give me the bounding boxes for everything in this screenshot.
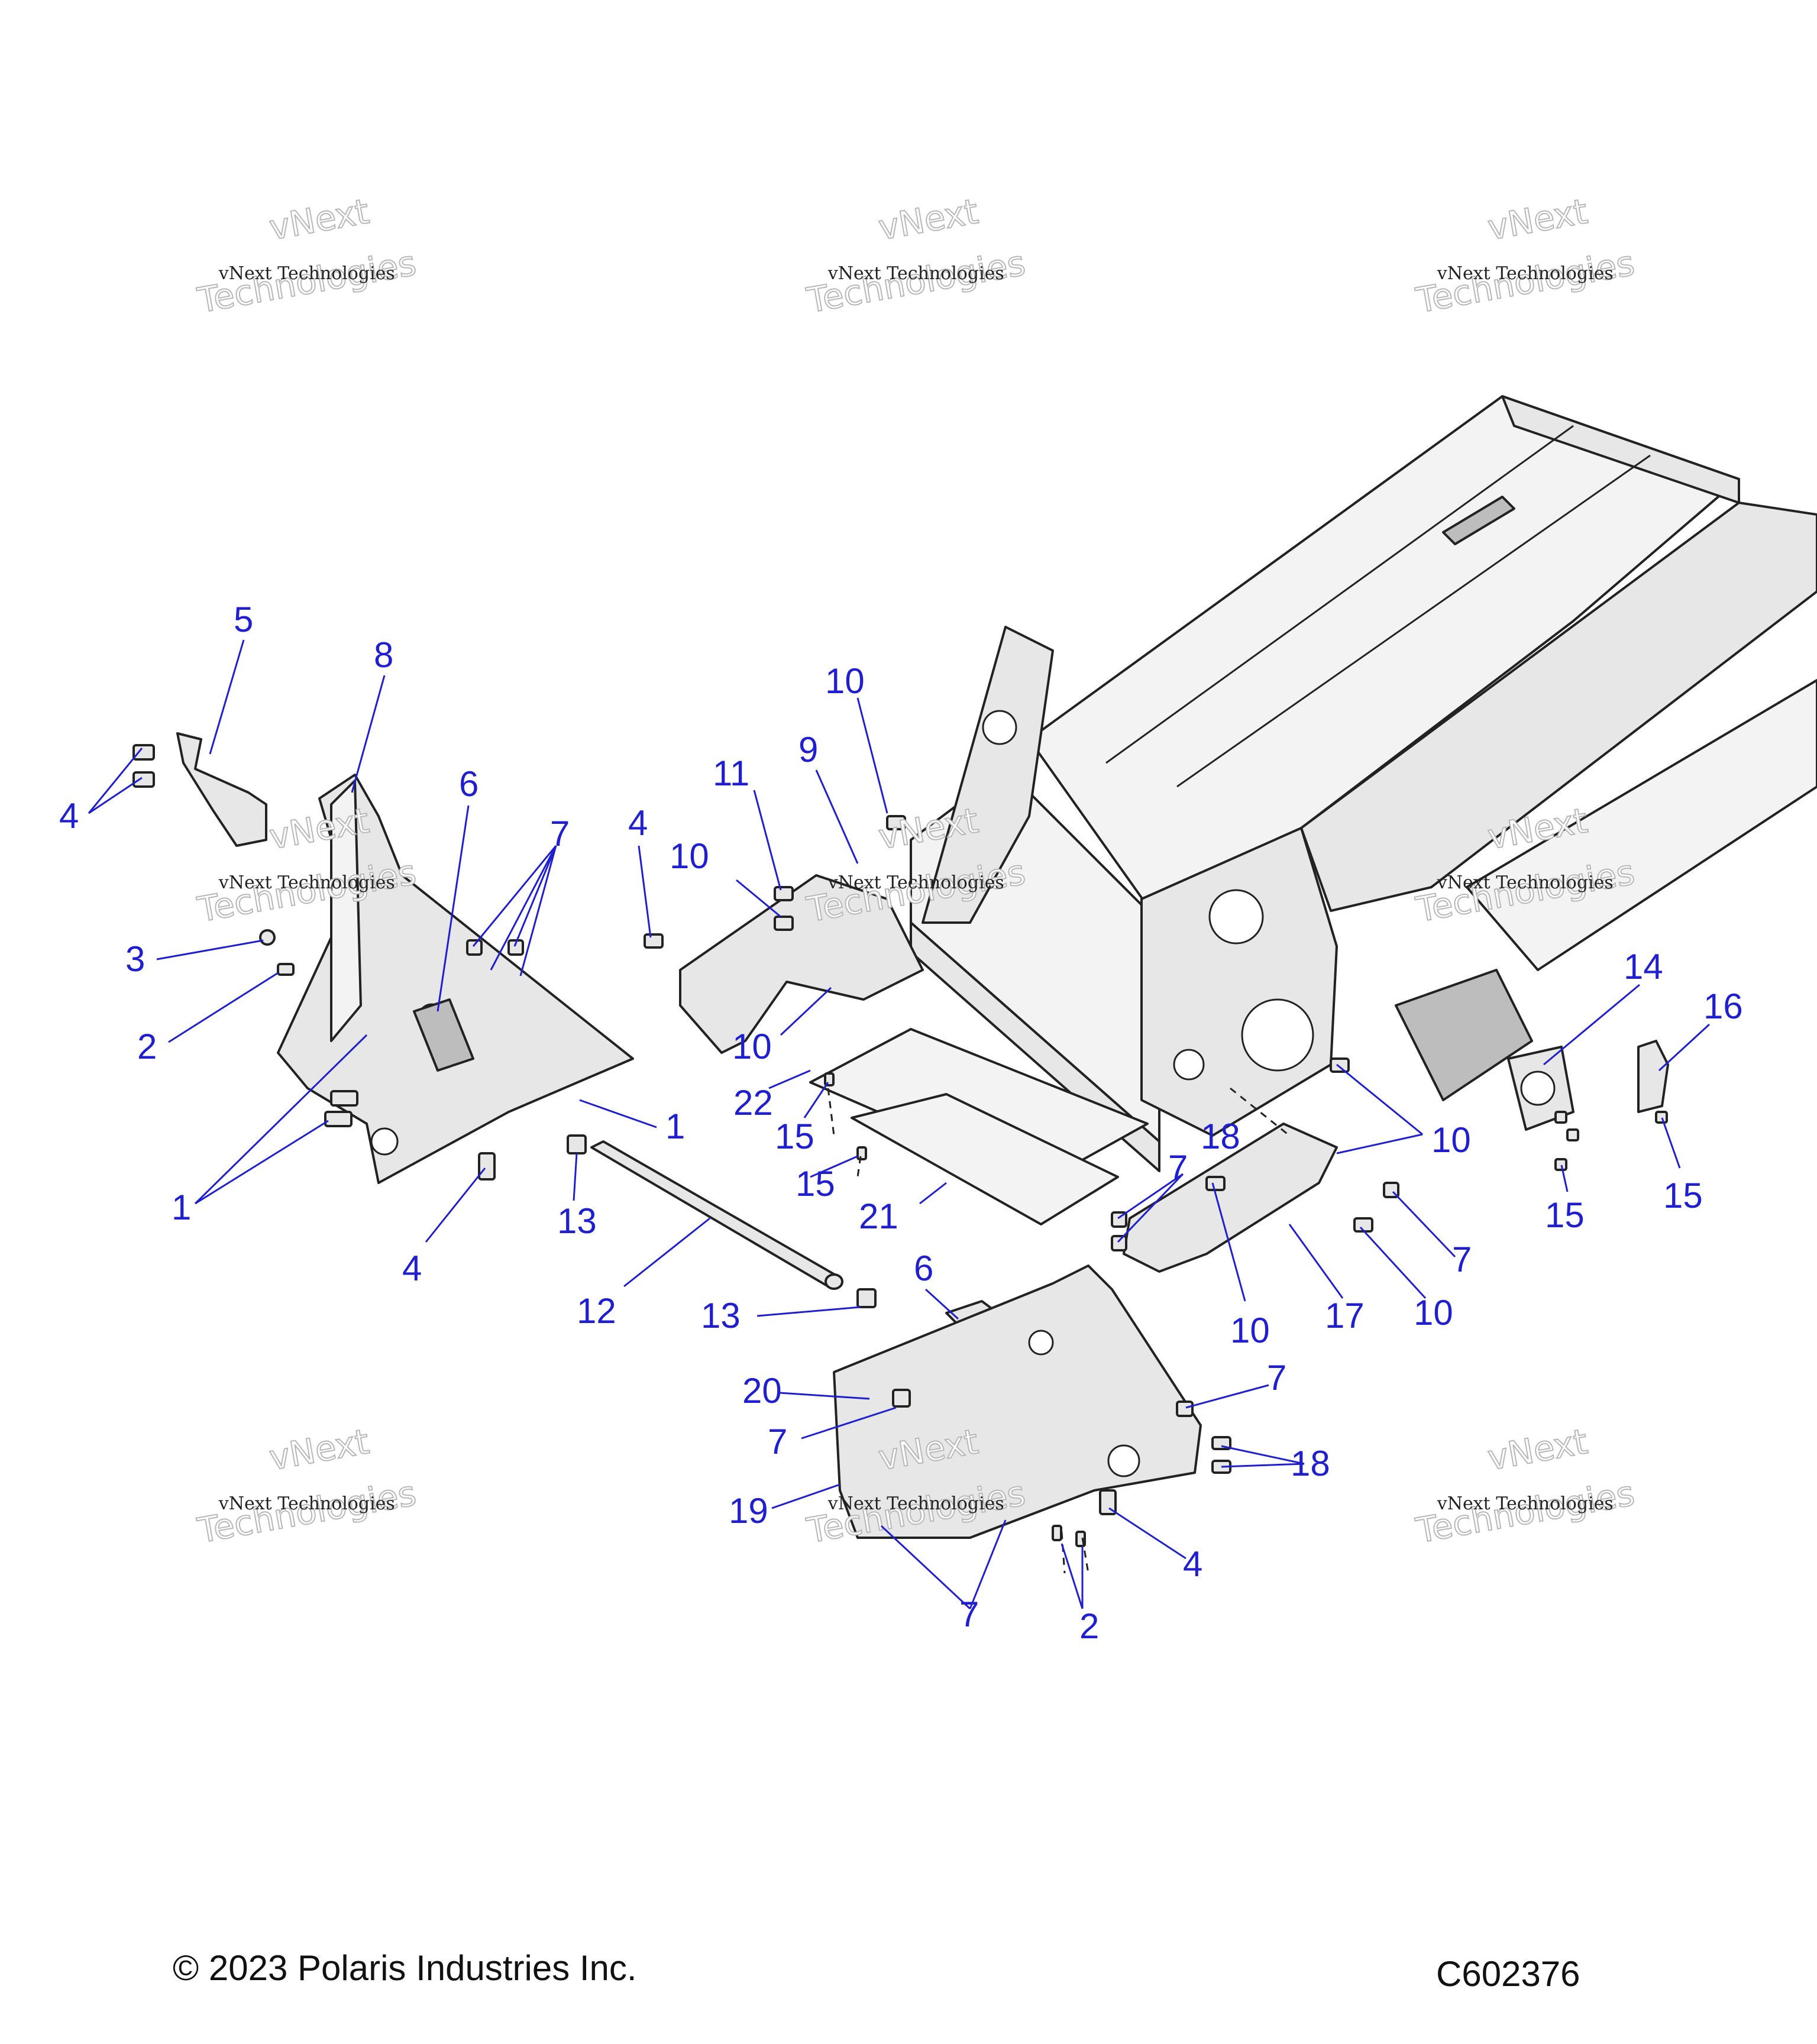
- callout-7: 7: [550, 814, 570, 853]
- callout-15: 15: [796, 1164, 835, 1204]
- callout-7: 7: [1452, 1240, 1472, 1279]
- callout-8: 8: [374, 635, 393, 675]
- callouts: 5 8 4 6 7 3 2 1 1 4 13 12 13 10 11 9 4 1…: [59, 600, 1743, 1646]
- watermark: vNext Technologies vNext Technologies: [194, 190, 420, 321]
- watermark-text: vNext Technologies: [218, 1493, 395, 1514]
- watermark-text: vNext Technologies: [827, 263, 1004, 284]
- callout-21: 21: [859, 1196, 898, 1236]
- callout-17: 17: [1325, 1296, 1365, 1335]
- copyright-notice: © 2023 Polaris Industries Inc.: [173, 1948, 637, 1988]
- watermark-text: vNext Technologies: [827, 872, 1004, 893]
- callout-5: 5: [234, 600, 253, 639]
- bracket-part-9: [679, 874, 924, 1054]
- callout-9: 9: [798, 730, 818, 769]
- callout-13: 13: [701, 1296, 741, 1335]
- plate-part-21: [851, 1093, 1119, 1225]
- watermark-word-a: vNext: [1485, 1421, 1590, 1478]
- callout-6: 6: [914, 1249, 933, 1288]
- watermark-word-a: vNext: [266, 191, 372, 248]
- callout-11: 11: [713, 753, 749, 793]
- callout-16: 16: [1703, 987, 1743, 1026]
- callout-13: 13: [557, 1201, 597, 1241]
- watermark: vNext Technologies vNext Technologies: [194, 1421, 420, 1551]
- callout-4: 4: [402, 1249, 422, 1288]
- callout-10: 10: [1230, 1311, 1270, 1350]
- callout-7: 7: [1267, 1358, 1286, 1398]
- callout-20: 20: [742, 1371, 782, 1411]
- callout-7: 7: [959, 1595, 979, 1634]
- callout-10: 10: [732, 1027, 772, 1066]
- watermark-text: vNext Technologies: [1437, 872, 1614, 893]
- callout-1: 1: [172, 1188, 191, 1227]
- callout-10: 10: [825, 661, 865, 701]
- callout-22: 22: [733, 1083, 773, 1123]
- bracket-part-16: [1637, 1040, 1669, 1113]
- callout-19: 19: [729, 1491, 768, 1531]
- callout-3: 3: [125, 939, 145, 979]
- callout-10: 10: [1414, 1293, 1453, 1333]
- callout-18: 18: [1291, 1444, 1330, 1483]
- watermark-word-a: vNext: [1485, 191, 1590, 248]
- callout-6: 6: [459, 764, 479, 804]
- watermark: vNext Technologies vNext Technologies: [1412, 1421, 1638, 1551]
- assembly-paths: [827, 1087, 1290, 1574]
- drawing-number: C602376: [1436, 1954, 1580, 1994]
- watermark-text: vNext Technologies: [218, 263, 395, 284]
- callout-15: 15: [1663, 1176, 1703, 1215]
- callout-2: 2: [1079, 1606, 1099, 1646]
- watermark: vNext Technologies vNext Technologies: [1412, 190, 1638, 321]
- bracket-part-5: [176, 732, 267, 847]
- watermark-text: vNext Technologies: [1437, 263, 1614, 284]
- watermark: vNext Technologies vNext Technologies: [803, 190, 1029, 321]
- fasteners: [132, 744, 1668, 1547]
- callout-18: 18: [1201, 1117, 1240, 1156]
- callout-2: 2: [137, 1027, 157, 1066]
- callout-4: 4: [628, 803, 648, 843]
- callout-7: 7: [1168, 1148, 1188, 1188]
- front-frame-right: [833, 1264, 1202, 1539]
- tunnel-assembly: [910, 395, 1817, 1172]
- callout-15: 15: [775, 1117, 814, 1156]
- rod-part-12: [590, 1140, 843, 1290]
- watermark-text: vNext Technologies: [1437, 1493, 1614, 1514]
- watermark-text: vNext Technologies: [218, 872, 395, 893]
- arm-part-17: [1123, 1123, 1338, 1273]
- callout-10: 10: [670, 836, 709, 876]
- callout-15: 15: [1545, 1195, 1585, 1235]
- callout-4: 4: [1183, 1544, 1202, 1584]
- front-frame-left: [277, 774, 634, 1184]
- callout-4: 4: [59, 796, 79, 836]
- watermark-word-a: vNext: [875, 191, 981, 248]
- callout-10: 10: [1431, 1120, 1471, 1160]
- callout-1: 1: [665, 1107, 685, 1146]
- leader-lines: [88, 639, 1711, 1610]
- callout-12: 12: [577, 1291, 616, 1331]
- watermark-text: vNext Technologies: [827, 1493, 1004, 1514]
- watermark-word-a: vNext: [266, 1421, 372, 1478]
- callout-7: 7: [768, 1422, 787, 1461]
- callout-14: 14: [1624, 947, 1663, 987]
